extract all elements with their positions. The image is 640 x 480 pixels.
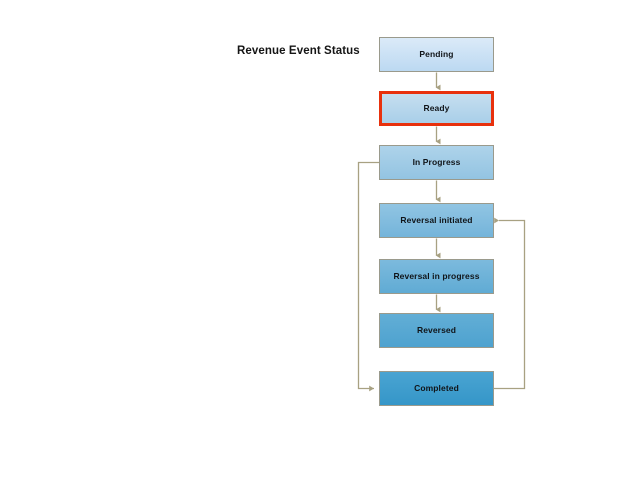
node-completed[interactable]: Completed — [379, 371, 494, 406]
node-pending-label: Pending — [419, 49, 454, 60]
node-completed-label: Completed — [414, 383, 459, 394]
page-title: Revenue Event Status — [237, 45, 360, 57]
node-reversal-initiated-label: Reversal initiated — [400, 215, 473, 226]
connector-completed-to-reversal-initiated — [494, 217, 526, 390]
node-in-progress[interactable]: In Progress — [379, 145, 494, 180]
connector-in-progress-to-completed — [357, 161, 379, 392]
node-reversal-in-progress[interactable]: Reversal in progress — [379, 259, 494, 294]
node-reversed-label: Reversed — [416, 325, 457, 336]
node-pending[interactable]: Pending — [379, 37, 494, 72]
node-ready-label: Ready — [423, 103, 450, 114]
node-ready[interactable]: Ready — [379, 91, 494, 126]
node-reversal-initiated[interactable]: Reversal initiated — [379, 203, 494, 238]
node-reversed[interactable]: Reversed — [379, 313, 494, 348]
node-in-progress-label: In Progress — [412, 157, 461, 168]
node-reversal-in-progress-label: Reversal in progress — [393, 271, 480, 282]
